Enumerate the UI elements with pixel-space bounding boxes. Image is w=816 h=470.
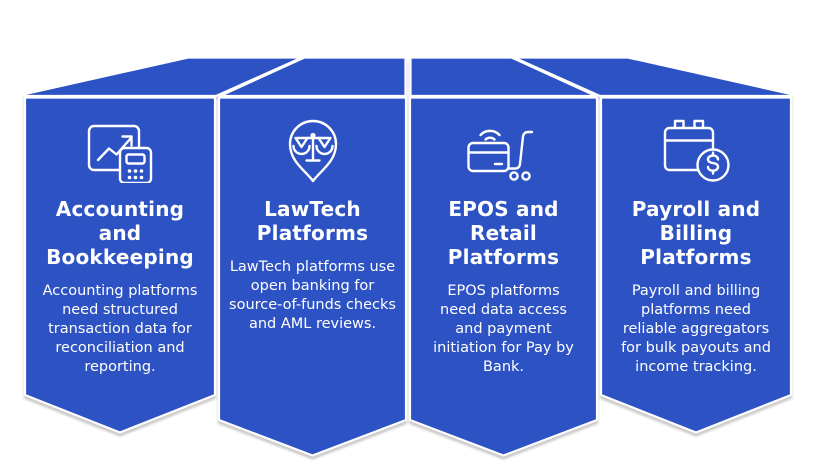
banner-accounting: Accounting and Bookkeeping Accounting pl… [25, 97, 215, 377]
banner-2-top-flap [218, 56, 407, 98]
banner-title: LawTech Platforms [256, 197, 369, 245]
banner-payroll: Payroll and Billing Platforms Payroll an… [601, 97, 791, 377]
banner-4-pennant [599, 96, 793, 434]
banner-title: EPOS and Retail Platforms [447, 197, 560, 269]
banner-title: Payroll and Billing Platforms [631, 197, 761, 269]
banner-3-top-flap [409, 56, 598, 98]
banner-description: Accounting platforms need structured tra… [42, 283, 198, 375]
banner-1-top-flap [23, 56, 304, 98]
banner-description: EPOS platforms need data access and paym… [433, 283, 574, 375]
banner-description: LawTech platforms use open banking for s… [229, 259, 396, 332]
banner-description: Payroll and billing platforms need relia… [621, 283, 771, 375]
banner-1-pennant [23, 96, 217, 434]
banner-lawtech: LawTech Platforms LawTech platforms use … [219, 97, 406, 334]
banner-4-top-flap [512, 56, 793, 98]
banner-title: Accounting and Bookkeeping [46, 197, 194, 269]
banner-3-pennant [408, 96, 599, 457]
contactless-card-cart-icon [466, 107, 542, 195]
banner-2-pennant [217, 96, 408, 457]
scales-of-justice-pin-icon [285, 107, 341, 195]
line-chart-calculator-icon [87, 107, 153, 195]
banner-epos: EPOS and Retail Platforms EPOS platforms… [410, 97, 597, 377]
calendar-dollar-icon [661, 107, 731, 195]
